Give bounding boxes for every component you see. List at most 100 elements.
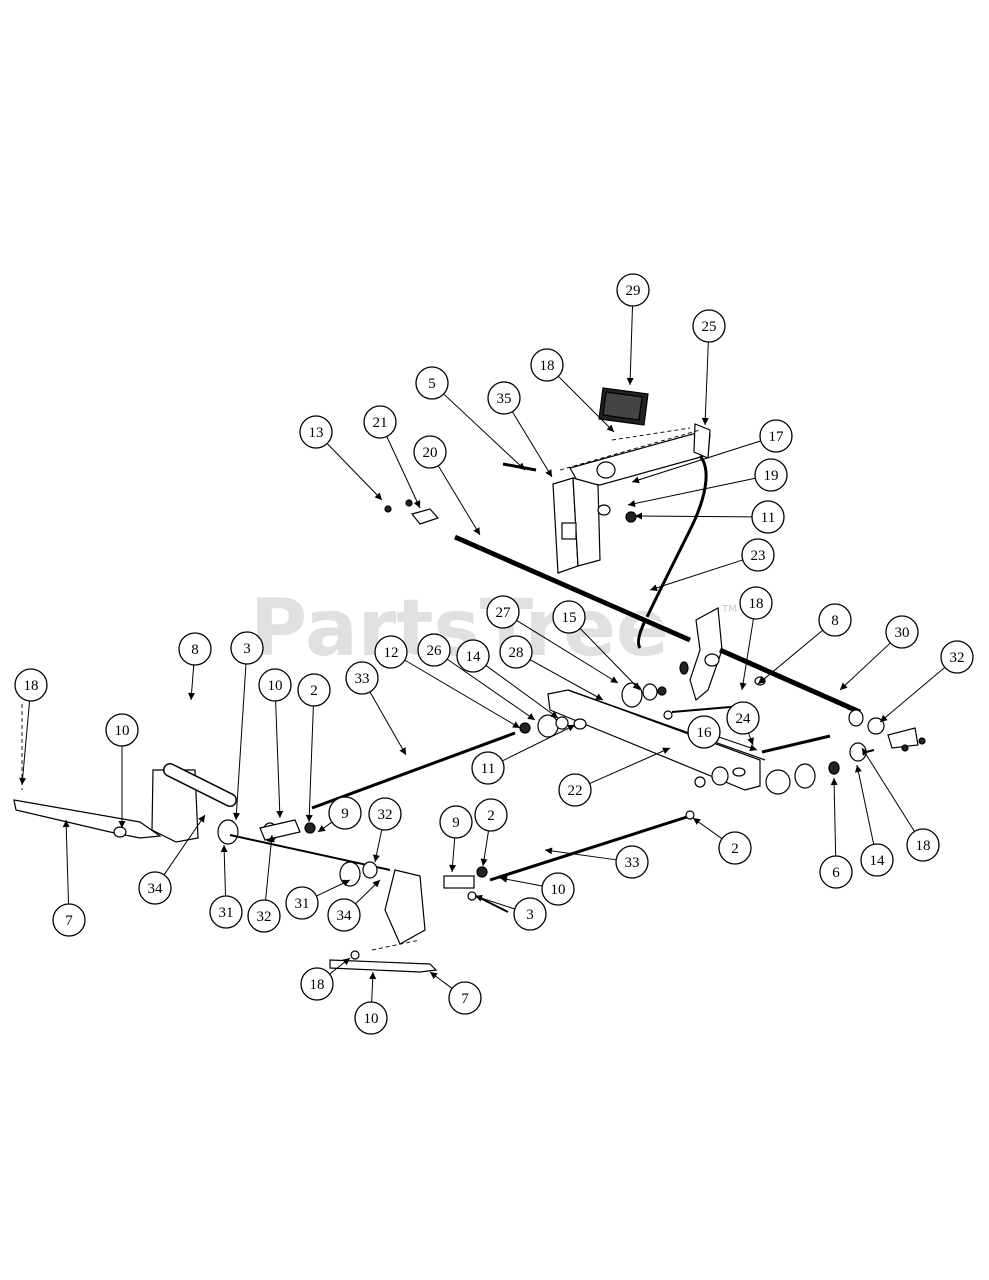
callout-14[interactable]: 14: [855, 764, 894, 877]
callout-circle: [368, 797, 402, 831]
leader-line: [833, 777, 837, 857]
callout-18[interactable]: 18: [14, 668, 48, 786]
callout-35[interactable]: 35: [487, 381, 553, 478]
callout-21[interactable]: 21: [363, 405, 421, 509]
callout-circle: [345, 661, 379, 695]
callout-number: 22: [568, 783, 583, 799]
callout-10[interactable]: 10: [258, 668, 292, 819]
callout-7[interactable]: 7: [52, 819, 86, 937]
leader-line: [529, 659, 604, 701]
callout-number: 31: [219, 905, 234, 921]
leader-arrowhead: [545, 469, 552, 477]
callout-circle: [759, 419, 793, 453]
callout-32[interactable]: 32: [247, 834, 281, 933]
callout-24[interactable]: 24: [726, 701, 760, 746]
callout-3[interactable]: 3: [230, 631, 264, 821]
callout-27[interactable]: 27: [486, 595, 619, 684]
callout-18[interactable]: 18: [530, 348, 615, 433]
leader-line: [557, 375, 615, 433]
part-left-lever: [13, 799, 162, 839]
callout-10[interactable]: 10: [499, 872, 575, 906]
callout-18[interactable]: 18: [739, 586, 773, 691]
callout-29[interactable]: 29: [616, 273, 650, 386]
callout-16[interactable]: 16: [687, 715, 758, 752]
callout-number: 30: [895, 625, 910, 641]
callout-circle: [754, 458, 788, 492]
leader-arrowhead: [701, 417, 709, 425]
leader-line: [627, 477, 756, 506]
callout-number: 18: [24, 678, 39, 694]
callout-23[interactable]: 23: [649, 538, 775, 592]
callout-28[interactable]: 28: [499, 635, 604, 701]
callout-8[interactable]: 8: [757, 603, 852, 685]
callout-9[interactable]: 9: [439, 805, 473, 873]
callout-2[interactable]: 2: [297, 673, 331, 823]
leader-arrowhead: [840, 682, 848, 690]
leader-line: [511, 411, 553, 478]
callout-10[interactable]: 10: [105, 713, 139, 828]
leader-arrowhead: [527, 713, 535, 720]
callout-13[interactable]: 13: [299, 415, 383, 501]
callout-26[interactable]: 26: [417, 633, 536, 721]
leader-line: [443, 393, 526, 471]
callout-3[interactable]: 3: [474, 894, 547, 931]
callout-10[interactable]: 10: [354, 971, 388, 1035]
callout-32[interactable]: 32: [368, 797, 402, 863]
callout-number: 34: [337, 908, 353, 924]
callout-number: 18: [310, 977, 325, 993]
callout-22[interactable]: 22: [558, 747, 671, 807]
callout-number: 14: [466, 649, 482, 665]
callout-12[interactable]: 12: [374, 635, 521, 729]
callout-34[interactable]: 34: [138, 814, 206, 905]
callout-31[interactable]: 31: [285, 879, 351, 920]
callout-18[interactable]: 18: [300, 957, 351, 1001]
leader-line: [502, 724, 576, 762]
callout-number: 3: [526, 907, 534, 923]
part-mid-link: [443, 875, 475, 889]
part-pedal-plate: [693, 423, 711, 459]
callout-33[interactable]: 33: [544, 845, 649, 879]
callout-2[interactable]: 2: [692, 817, 752, 865]
callout-20[interactable]: 20: [413, 435, 481, 536]
callout-25[interactable]: 25: [692, 309, 726, 426]
leader-arrowhead: [632, 682, 640, 690]
leader-arrowhead: [606, 424, 614, 432]
callout-33[interactable]: 33: [345, 661, 407, 756]
callout-circle: [692, 309, 726, 343]
callout-7[interactable]: 7: [429, 971, 482, 1015]
callout-14[interactable]: 14: [456, 639, 559, 719]
leader-line: [879, 666, 946, 723]
callout-circle: [474, 798, 508, 832]
callout-31[interactable]: 31: [209, 844, 243, 929]
leader-line: [437, 465, 481, 536]
callout-19[interactable]: 19: [627, 458, 788, 507]
callout-8[interactable]: 8: [178, 632, 212, 701]
callout-30[interactable]: 30: [839, 615, 919, 691]
leader-line: [223, 844, 227, 897]
callout-18[interactable]: 18: [861, 747, 940, 862]
callout-number: 3: [243, 641, 251, 657]
callout-number: 2: [487, 808, 495, 824]
callout-17[interactable]: 17: [631, 419, 793, 484]
callout-circle: [374, 635, 408, 669]
callout-2[interactable]: 2: [474, 798, 508, 867]
callout-number: 35: [497, 391, 512, 407]
leader-line: [839, 642, 891, 691]
callout-circle: [487, 381, 521, 415]
callout-11[interactable]: 11: [471, 724, 576, 785]
callout-5[interactable]: 5: [415, 366, 526, 471]
callout-number: 21: [373, 415, 388, 431]
callout-34[interactable]: 34: [327, 879, 381, 932]
callout-circle: [940, 640, 974, 674]
leader-arrowhead: [373, 854, 380, 862]
callout-32[interactable]: 32: [879, 640, 974, 723]
callout-6[interactable]: 6: [819, 777, 853, 889]
leader-line: [649, 559, 743, 591]
leader-line: [516, 619, 619, 684]
callout-15[interactable]: 15: [552, 600, 641, 691]
callout-9[interactable]: 9: [317, 796, 362, 833]
watermark-tm: TM: [721, 604, 737, 615]
callout-11[interactable]: 11: [634, 500, 785, 534]
leader-arrowhead: [372, 880, 380, 888]
